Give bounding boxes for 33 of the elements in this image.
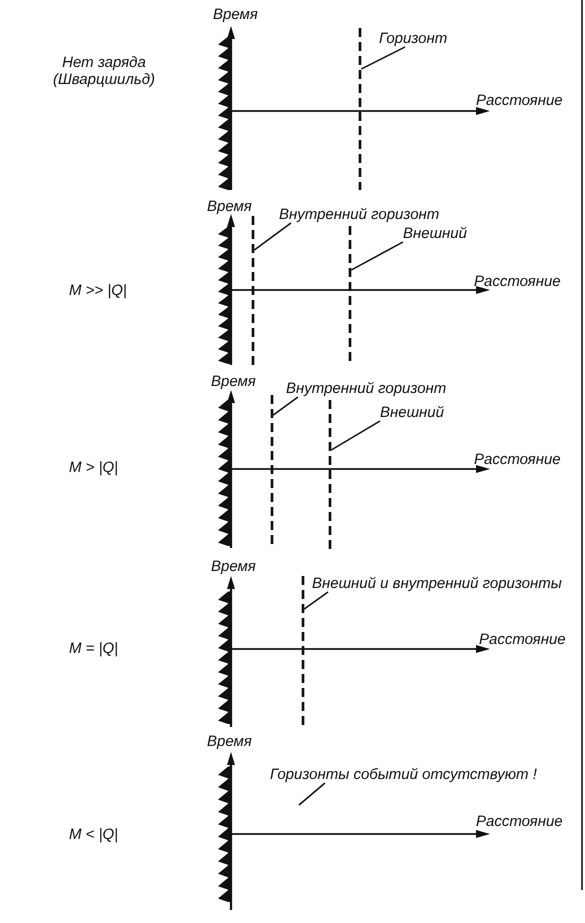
leader-line — [360, 46, 406, 70]
horizon-label: Внешний и внутренний горизонты — [312, 575, 562, 592]
axis-label: Время — [207, 198, 252, 215]
axis-label: Время — [213, 6, 258, 23]
axis-label: Время — [207, 733, 252, 750]
case-label: M >> |Q| — [69, 282, 127, 299]
case-label: M = |Q| — [69, 640, 118, 657]
case-label: M < |Q| — [69, 826, 118, 843]
case-label: M > |Q| — [69, 459, 118, 476]
horizon-line — [358, 28, 362, 190]
horizon-label: Внешний — [380, 404, 444, 421]
note-text: Горизонты событий отсутствуют ! — [270, 766, 537, 783]
leader-line — [272, 396, 298, 416]
horizon-label: Внутренний горизонт — [279, 206, 440, 223]
leader-line — [350, 241, 404, 271]
horizon-label: Горизонт — [379, 30, 448, 47]
horizon-line — [328, 400, 332, 550]
axis-label: Расстояние — [476, 92, 563, 109]
axis-label: Расстояние — [479, 631, 566, 648]
leader-line — [330, 420, 380, 451]
leader-line — [254, 222, 292, 251]
axis-label: Расстояние — [474, 451, 561, 468]
case-label: Нет заряда (Шварцшильд) — [52, 54, 156, 88]
axis-label: Расстояние — [476, 813, 563, 830]
horizon-line — [252, 216, 254, 365]
horizon-label: Внутренний горизонт — [286, 380, 446, 397]
leader-line — [298, 782, 326, 806]
horizon-line — [302, 576, 304, 727]
horizon-label: Внешний — [403, 225, 467, 242]
axis-label: Время — [211, 373, 256, 390]
axis-label: Расстояние — [474, 273, 561, 290]
axis-label: Время — [211, 558, 256, 575]
leader-line — [304, 591, 328, 610]
